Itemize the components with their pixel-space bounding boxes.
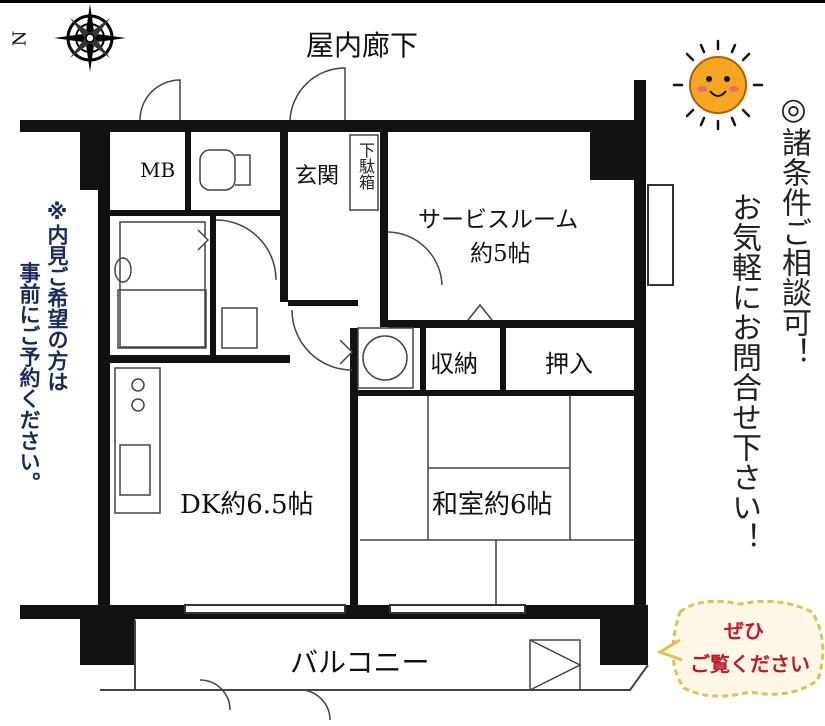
fixtures <box>114 134 634 691</box>
bubble-line2: ご覧ください <box>690 652 810 676</box>
corridor-label: 屋内廊下 <box>306 29 419 62</box>
room-dk-label: DK約6.5帖 <box>180 490 314 520</box>
room-washitsu-label: 和室約6帖 <box>432 490 553 520</box>
room-closet-label: 押入 <box>545 350 593 378</box>
note-inquiry: お気軽にお問合せ下さい！ <box>726 192 761 552</box>
room-service-size: 約5帖 <box>470 241 531 267</box>
windows <box>184 184 674 614</box>
room-storage-label: 収納 <box>430 350 478 378</box>
room-service-label: サービスルーム <box>418 207 579 233</box>
note-reservation: 事前にご予約ください。 <box>17 262 42 493</box>
room-entrance-label: 玄関 <box>295 164 340 189</box>
shoe-box-label: 下駄箱 <box>356 142 375 190</box>
balcony-label: バルコニー <box>290 646 430 679</box>
compass-north-label: N <box>9 30 31 47</box>
bubble-line1: ぜひ <box>724 619 764 643</box>
speech-bubble <box>656 599 825 698</box>
note-viewing: ※内見ご希望の方は <box>45 200 70 392</box>
room-mb-label: MB <box>140 158 176 182</box>
note-conditions: ◎諸条件ご相談可！ <box>776 92 811 367</box>
walls <box>20 80 648 665</box>
compass-icon <box>54 4 126 72</box>
sun-icon <box>672 39 764 131</box>
